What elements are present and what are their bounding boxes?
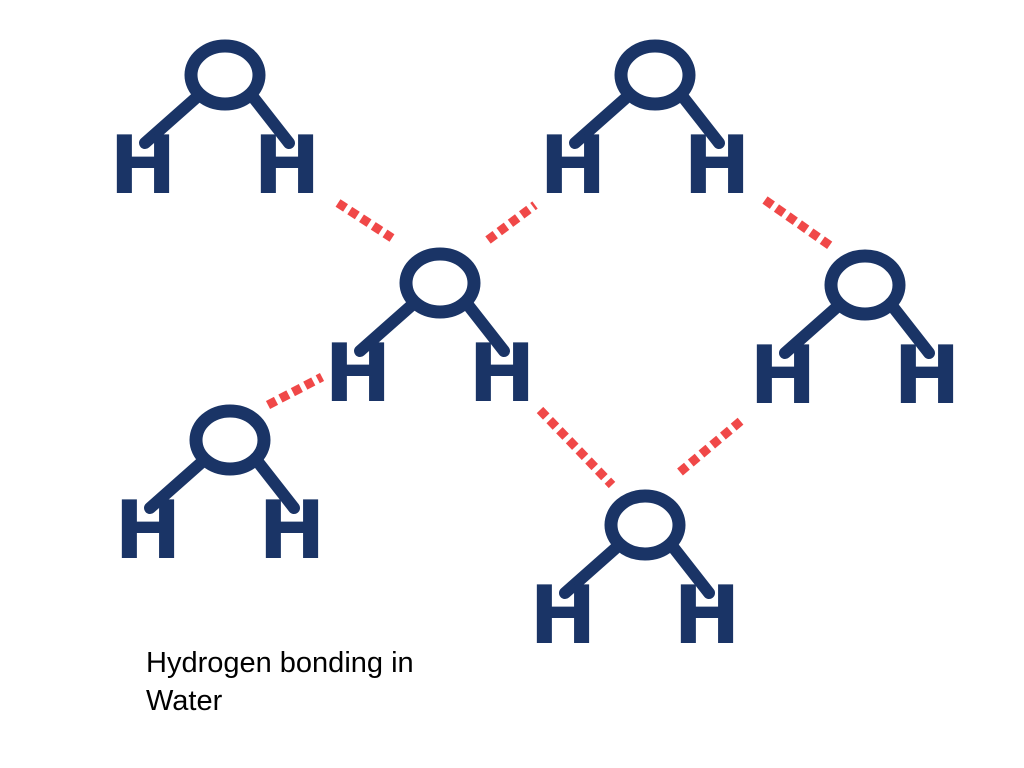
right-hydrogen-atom: H [254,119,321,212]
left-hydrogen-atom: H [115,484,182,577]
right-covalent-bond [247,91,295,149]
right-covalent-bond [462,299,510,357]
caption-line-1: Hydrogen bonding in [146,647,414,679]
oxygen-atom [824,249,906,321]
left-hydrogen-atom: H [540,119,607,212]
left-hydrogen-atom: H [110,119,177,212]
hydrogen-bond-2 [485,201,538,244]
left-covalent-bond [139,91,203,149]
hydrogen-bond-6 [677,416,745,476]
right-hydrogen-atom: H [469,327,536,420]
oxygen-atom [184,39,266,111]
left-covalent-bond [559,541,623,599]
left-covalent-bond [144,456,208,514]
oxygen-atom [399,247,481,319]
hydrogen-bond-1 [335,199,395,242]
diagram-caption: Hydrogen bonding in Water [146,644,506,720]
right-hydrogen-atom: H [894,329,961,422]
left-covalent-bond [354,299,418,357]
caption-line-2: Water [146,685,223,717]
left-covalent-bond [779,301,843,359]
right-covalent-bond [677,91,725,149]
left-covalent-bond [569,91,633,149]
right-covalent-bond [887,301,935,359]
oxygen-atom [604,489,686,561]
left-hydrogen-atom: H [750,329,817,422]
hydrogen-bond-3 [762,196,835,251]
oxygen-atom [614,39,696,111]
right-covalent-bond [252,456,300,514]
right-hydrogen-atom: H [259,484,326,577]
hydrogen-bond-5 [536,406,616,489]
right-hydrogen-atom: H [674,569,741,662]
left-hydrogen-atom: H [530,569,597,662]
hydrogen-bonds [265,196,835,489]
right-hydrogen-atom: H [684,119,751,212]
oxygen-atom [189,404,271,476]
right-covalent-bond [667,541,715,599]
hydrogen-bond-4 [265,373,325,409]
left-hydrogen-atom: H [325,327,392,420]
